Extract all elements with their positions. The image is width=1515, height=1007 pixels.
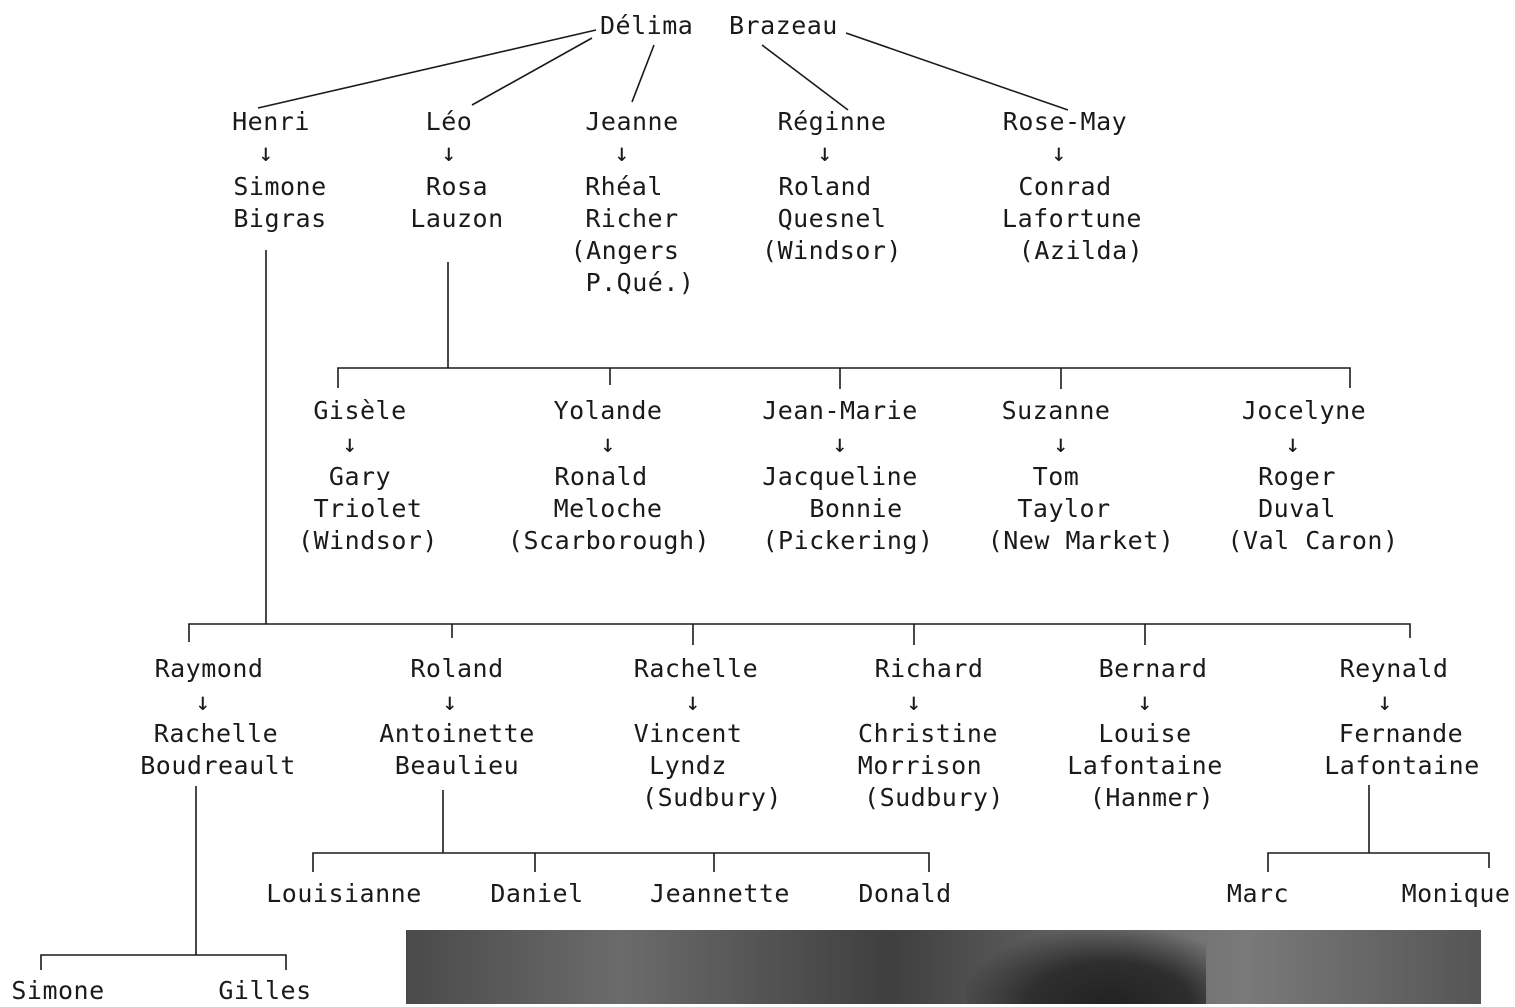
person-name: Raymond bbox=[154, 654, 264, 683]
spouse-line: Vincent bbox=[633, 719, 743, 748]
spouse-line: Bigras bbox=[233, 204, 327, 233]
bracket-leo-children bbox=[337, 367, 1351, 388]
spouse-line: Meloche bbox=[553, 494, 663, 523]
line-root-reginne bbox=[761, 44, 849, 111]
spouse-line: (Angers bbox=[570, 236, 680, 265]
arrow-down-icon: ↓ bbox=[600, 429, 616, 458]
spouse-line: Gary bbox=[328, 462, 392, 491]
spouse-line: Conrad bbox=[1018, 172, 1112, 201]
spouse-line: (Val Caron) bbox=[1227, 526, 1399, 555]
arrow-down-icon: ↓ bbox=[442, 687, 458, 716]
spouse-line: Ronald bbox=[554, 462, 648, 491]
arrow-down-icon: ↓ bbox=[1137, 687, 1153, 716]
person-name: Roland bbox=[410, 654, 504, 683]
line-root-leo bbox=[471, 37, 593, 106]
spouse-line: (Sudbury) bbox=[864, 783, 1004, 812]
bracket-reynald-children bbox=[1267, 852, 1490, 872]
spouse-line: Tom bbox=[1032, 462, 1080, 491]
spouse-line: (Hanmer) bbox=[1089, 783, 1215, 812]
arrow-down-icon: ↓ bbox=[195, 687, 211, 716]
roland-child: Daniel bbox=[490, 879, 584, 908]
arrow-down-icon: ↓ bbox=[906, 687, 922, 716]
raymond-child: Gilles bbox=[218, 976, 312, 1005]
root-last-name: Brazeau bbox=[729, 11, 838, 40]
bracket-raymond-children bbox=[40, 954, 287, 970]
spouse-line: Boudreault bbox=[140, 751, 296, 780]
bracket-roland-children bbox=[312, 852, 930, 872]
roland-child: Jeannette bbox=[650, 879, 790, 908]
person-name: Suzanne bbox=[1001, 396, 1111, 425]
arrow-down-icon: ↓ bbox=[685, 687, 701, 716]
spouse-line: Christine bbox=[858, 719, 998, 748]
person-name: Bernard bbox=[1098, 654, 1208, 683]
arrow-down-icon: ↓ bbox=[342, 429, 358, 458]
spouse-line: (Windsor) bbox=[298, 526, 438, 555]
raymond-child: Simone bbox=[11, 976, 105, 1005]
person-name: Richard bbox=[874, 654, 984, 683]
roland-child: Donald bbox=[858, 879, 952, 908]
arrow-down-icon: ↓ bbox=[258, 138, 274, 167]
person-name: Rachelle bbox=[633, 654, 759, 683]
arrow-down-icon: ↓ bbox=[817, 138, 833, 167]
spouse-line: (Sudbury) bbox=[642, 783, 782, 812]
spouse-line: Quesnel bbox=[777, 204, 887, 233]
photograph-figure bbox=[966, 930, 1206, 1004]
spouse-line: Simone bbox=[233, 172, 327, 201]
person-name: Henri bbox=[232, 107, 310, 136]
photograph bbox=[406, 930, 1481, 1004]
spouse-line: Louise bbox=[1098, 719, 1192, 748]
spouse-line: Jacqueline bbox=[762, 462, 918, 491]
spouse-line: Lauzon bbox=[410, 204, 504, 233]
spouse-line: Rosa bbox=[425, 172, 489, 201]
line-root-henri bbox=[257, 29, 597, 109]
person-name: Rose-May bbox=[1002, 107, 1128, 136]
roland-child: Louisianne bbox=[266, 879, 422, 908]
spouse-line: Richer bbox=[585, 204, 679, 233]
spouse-line: (Pickering) bbox=[762, 526, 934, 555]
line-root-rosemay bbox=[845, 32, 1069, 111]
person-name: Léo bbox=[425, 107, 473, 136]
spouse-line: (Azilda) bbox=[1018, 236, 1144, 265]
arrow-down-icon: ↓ bbox=[441, 138, 457, 167]
spouse-line: Fernande bbox=[1338, 719, 1464, 748]
spouse-line: (New Market) bbox=[987, 526, 1175, 555]
spouse-line: Lafortune bbox=[1002, 204, 1142, 233]
arrow-down-icon: ↓ bbox=[1053, 429, 1069, 458]
spouse-line: Lafontaine bbox=[1324, 751, 1480, 780]
spouse-line: Triolet bbox=[313, 494, 423, 523]
spouse-line: Bonnie bbox=[809, 494, 903, 523]
spouse-line: Lyndz bbox=[649, 751, 727, 780]
arrow-down-icon: ↓ bbox=[1285, 429, 1301, 458]
spouse-line: Roger bbox=[1258, 462, 1336, 491]
root-first-name: Délima bbox=[600, 11, 694, 40]
person-name: Gisèle bbox=[313, 396, 407, 425]
spouse-line: Roland bbox=[778, 172, 872, 201]
spouse-line: Antoinette bbox=[379, 719, 535, 748]
spouse-line: Beaulieu bbox=[394, 751, 520, 780]
spouse-line: Taylor bbox=[1017, 494, 1111, 523]
line-root-jeanne bbox=[631, 44, 655, 103]
person-name: Yolande bbox=[553, 396, 663, 425]
reynald-child: Monique bbox=[1401, 879, 1511, 908]
person-name: Jeanne bbox=[585, 107, 679, 136]
arrow-down-icon: ↓ bbox=[614, 138, 630, 167]
spouse-line: (Scarborough) bbox=[507, 526, 711, 555]
arrow-down-icon: ↓ bbox=[1377, 687, 1393, 716]
person-name: Jean-Marie bbox=[762, 396, 918, 425]
spouse-line: Morrison bbox=[857, 751, 983, 780]
spouse-line: Rachelle bbox=[153, 719, 279, 748]
spouse-line: Lafontaine bbox=[1067, 751, 1223, 780]
arrow-down-icon: ↓ bbox=[1051, 138, 1067, 167]
bracket-henri-children bbox=[188, 623, 1411, 642]
spouse-line: Rhéal bbox=[585, 172, 663, 201]
person-name: Réginne bbox=[777, 107, 887, 136]
arrow-down-icon: ↓ bbox=[832, 429, 848, 458]
spouse-line: P.Qué.) bbox=[585, 268, 695, 297]
person-name: Reynald bbox=[1339, 654, 1449, 683]
reynald-child: Marc bbox=[1226, 879, 1290, 908]
spouse-line: (Windsor) bbox=[762, 236, 902, 265]
spouse-line: Duval bbox=[1258, 494, 1336, 523]
person-name: Jocelyne bbox=[1241, 396, 1367, 425]
